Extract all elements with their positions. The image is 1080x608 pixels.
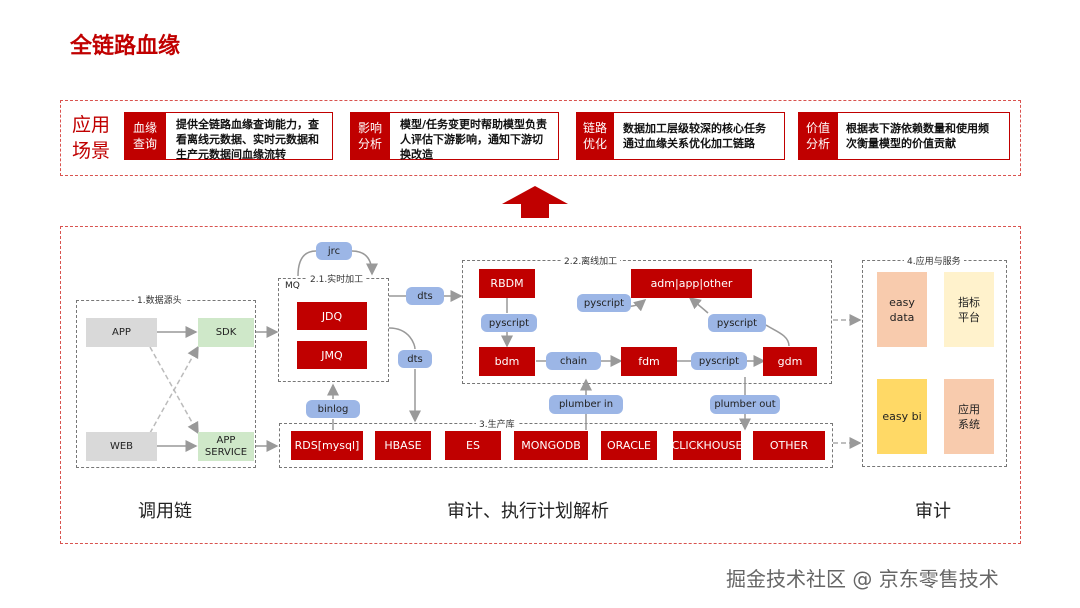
- offline-rbdm-node: RBDM: [479, 269, 535, 298]
- pill-chain: chain: [546, 352, 601, 370]
- pill-pyscript-adm: pyscript: [577, 294, 631, 312]
- prod-hbase-node: HBASE: [375, 431, 431, 460]
- production-section-label: 3.生产库: [476, 417, 518, 430]
- realtime-section-label: 2.1.实时加工: [307, 272, 367, 285]
- offline-adm-node: adm|app|other: [631, 269, 752, 298]
- pill-jrc: jrc: [316, 242, 352, 260]
- prod-oracle-node: ORACLE: [601, 431, 657, 460]
- apps-section-label: 4.应用与服务: [904, 254, 964, 267]
- offline-section-label: 2.2.离线加工: [561, 254, 621, 267]
- pill-dts-mid: dts: [398, 350, 432, 368]
- application-scenes-panel: [60, 100, 1021, 176]
- source-section-label: 1.数据源头: [134, 293, 185, 306]
- lineage-architecture-panel: [60, 226, 1021, 544]
- prod-other-node: OTHER: [753, 431, 825, 460]
- app-metric-platform: 指标平台: [944, 272, 994, 347]
- up-arrow-icon: [502, 186, 568, 218]
- prod-mongodb-node: MONGODB: [514, 431, 588, 460]
- mq-label: MQ: [285, 281, 300, 291]
- scene-desc-impact-analysis: 模型/任务变更时帮助模型负责 人评估下游影响，通知下游切 换改造: [400, 118, 548, 161]
- prod-clickhouse-node: CLICKHOUSE: [672, 431, 742, 460]
- app-application-system: 应用系统: [944, 379, 994, 454]
- scene-desc-link-optimization: 数据加工层级较深的核心任务 通过血缘关系优化加工链路: [623, 122, 766, 150]
- app-easy-bi: easy bi: [877, 379, 927, 454]
- source-sdk-node: SDK: [198, 318, 254, 347]
- scenes-label: 应用 场景: [72, 114, 111, 162]
- pill-plumber-out: plumber out: [710, 395, 780, 414]
- pill-pyscript-rbdm: pyscript: [481, 314, 537, 332]
- pill-dts-top: dts: [406, 287, 444, 305]
- realtime-jmq-node: JMQ: [297, 341, 367, 369]
- page-title: 全链路血缘: [70, 34, 181, 59]
- scene-tag-lineage-query: 血缘查询: [124, 112, 166, 160]
- pill-pyscript-fdm-gdm: pyscript: [691, 352, 747, 370]
- source-web-node: WEB: [86, 432, 157, 461]
- pill-pyscript-gdm: pyscript: [708, 314, 766, 332]
- scene-tag-value-analysis: 价值分析: [798, 112, 838, 160]
- scene-tag-impact-analysis: 影响分析: [350, 112, 390, 160]
- scene-desc-lineage-query: 提供全链路血缘查询能力，查 看离线元数据、实时元数据和 生产元数据间血缘流转: [176, 118, 319, 161]
- offline-fdm-node: fdm: [621, 347, 677, 376]
- prod-es-node: ES: [445, 431, 501, 460]
- production-section: [279, 423, 833, 468]
- realtime-jdq-node: JDQ: [297, 302, 367, 330]
- pill-plumber-in: plumber in: [549, 395, 623, 414]
- pill-binlog: binlog: [306, 400, 360, 418]
- offline-section: [462, 260, 832, 384]
- source-app-node: APP: [86, 318, 157, 347]
- bottom-label-audit-plan: 审计、执行计划解析: [447, 501, 609, 522]
- offline-bdm-node: bdm: [479, 347, 535, 376]
- offline-gdm-node: gdm: [763, 347, 817, 376]
- bottom-label-audit: 审计: [915, 501, 951, 522]
- bottom-label-call-chain: 调用链: [138, 501, 192, 522]
- prod-rds-node: RDS[mysql]: [291, 431, 363, 460]
- scene-desc-value-analysis: 根据表下游依赖数量和使用频 次衡量模型的价值贡献: [846, 122, 989, 150]
- watermark: 掘金技术社区 @ 京东零售技术: [726, 567, 999, 591]
- scene-tag-link-optimization: 链路优化: [576, 112, 614, 160]
